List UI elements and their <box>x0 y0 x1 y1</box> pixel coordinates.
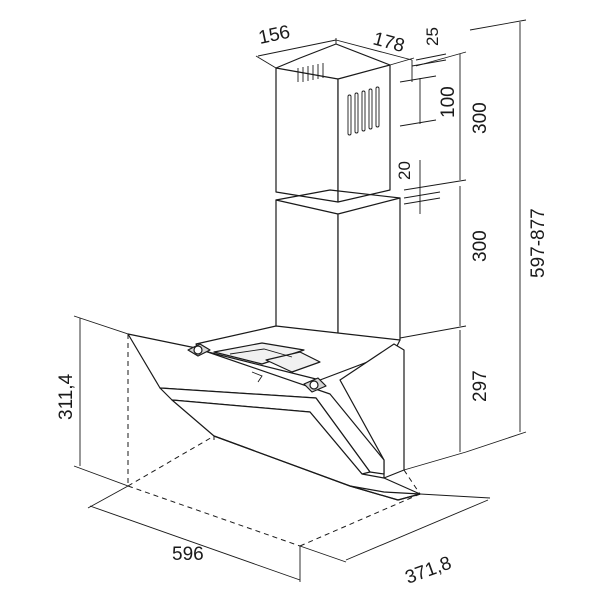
dim-hood-width: 596 <box>172 544 204 565</box>
dim-body-height: 311,4 <box>56 373 77 420</box>
dim-total-height: 597-877 <box>528 208 549 278</box>
dim-lower-chimney-height: 300 <box>470 230 491 262</box>
upper-chimney <box>275 43 391 203</box>
dimension-lines <box>73 19 527 582</box>
footprint-dashed <box>127 334 421 547</box>
hinge-left <box>187 343 211 357</box>
hood-body <box>127 325 421 501</box>
dim-overlap: 20 <box>395 161 414 180</box>
dim-vent-height: 100 <box>438 86 459 118</box>
dim-upper-chimney-height: 300 <box>470 102 491 134</box>
dim-chimney-width: 156 <box>257 22 292 49</box>
dim-top-offset: 25 <box>423 27 442 46</box>
vent-slots-right <box>347 86 380 136</box>
dim-hood-depth: 371,8 <box>403 553 455 589</box>
dim-chimney-depth: 178 <box>371 29 407 57</box>
hinge-right <box>303 377 327 393</box>
vent-slots-left <box>297 63 324 82</box>
dim-hood-height: 297 <box>470 370 491 402</box>
